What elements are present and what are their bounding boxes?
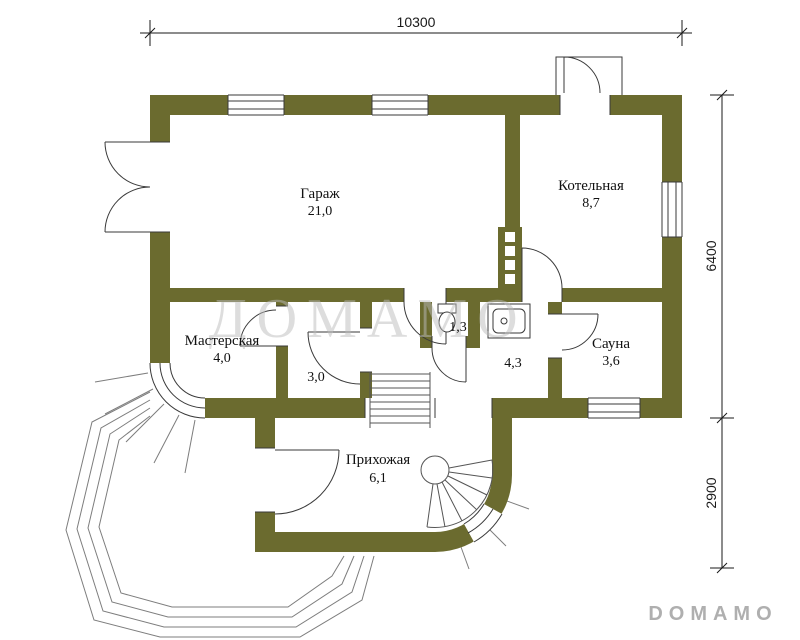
stairs <box>369 372 494 528</box>
wall-detail-lines <box>149 56 683 543</box>
dimension-width-total: 10300 <box>397 14 436 30</box>
room-label-entry: Прихожая <box>346 452 410 468</box>
dimension-depth-entry: 2900 <box>703 477 719 508</box>
watermark-corner: DOMAMO <box>648 603 777 625</box>
room-area-storage: 3,0 <box>307 370 325 385</box>
porch-step-outline <box>65 391 375 638</box>
window-frames <box>227 94 683 419</box>
dimension-annotations: 10300 6400 2900 <box>140 14 734 574</box>
porch-step-outline <box>98 415 345 608</box>
shower-drain <box>500 317 508 325</box>
porch-step-outline <box>87 407 355 618</box>
garage-double-door-swing <box>104 141 151 233</box>
porch-step-outline <box>76 399 365 628</box>
front-door-swing <box>274 449 340 515</box>
boiler-vestibule-outline <box>555 56 623 95</box>
door-swings <box>104 56 601 515</box>
toilet-bowl <box>438 311 456 333</box>
room-area-entry: 6,1 <box>369 471 387 486</box>
boiler-exterior-door-swing <box>563 56 601 94</box>
fixtures <box>437 303 531 339</box>
shower-tray-inner <box>492 308 526 334</box>
straight-stair-treads <box>369 372 431 428</box>
room-area-workshop: 4,0 <box>213 351 231 366</box>
porch-terrace <box>65 372 530 638</box>
room-label-garage: Гараж <box>300 186 340 202</box>
room-area-hall: 4,3 <box>504 356 522 371</box>
room-label-boiler: Котельная <box>558 178 624 194</box>
room-area-sauna: 3,6 <box>602 354 620 369</box>
room-area-garage: 21,0 <box>308 204 333 219</box>
room-labels: Гараж 21,0 Котельная 8,7 Мастерская 4,0 … <box>185 178 631 486</box>
corner-steps-fan <box>94 372 530 570</box>
winder-stair-newel <box>420 455 450 485</box>
watermark-center: ДОМАМО <box>208 288 527 350</box>
winder-stair-treads <box>426 459 494 528</box>
room-label-sauna: Сауна <box>592 336 630 352</box>
room-area-boiler: 8,7 <box>582 196 600 211</box>
curved-bay-window <box>149 362 503 543</box>
room-label-workshop: Мастерская <box>185 333 260 349</box>
dimension-lines <box>140 20 734 574</box>
room-area-wc: 1,3 <box>449 320 467 335</box>
dimension-depth-main: 6400 <box>703 240 719 271</box>
